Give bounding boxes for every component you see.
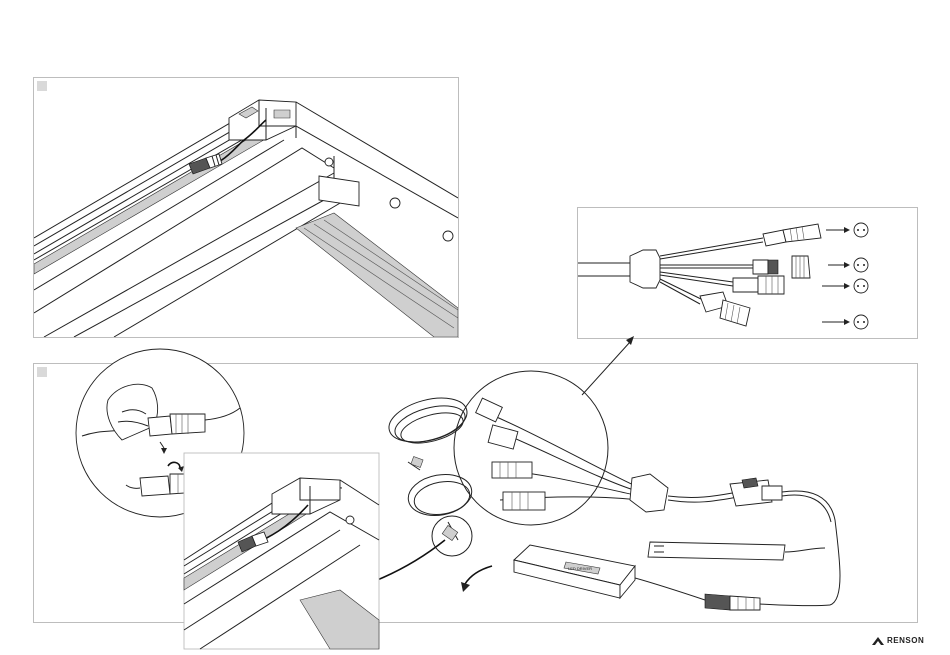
arrow-pointer-icon xyxy=(582,336,634,395)
renson-logo-icon xyxy=(872,637,884,645)
led-driver-label: LED DRIVER xyxy=(568,566,592,571)
step-2-beam-inset xyxy=(184,453,379,649)
renson-logo: RENSON xyxy=(872,636,924,645)
logo-text: RENSON xyxy=(887,636,924,645)
curved-arrow-icon xyxy=(461,566,492,592)
